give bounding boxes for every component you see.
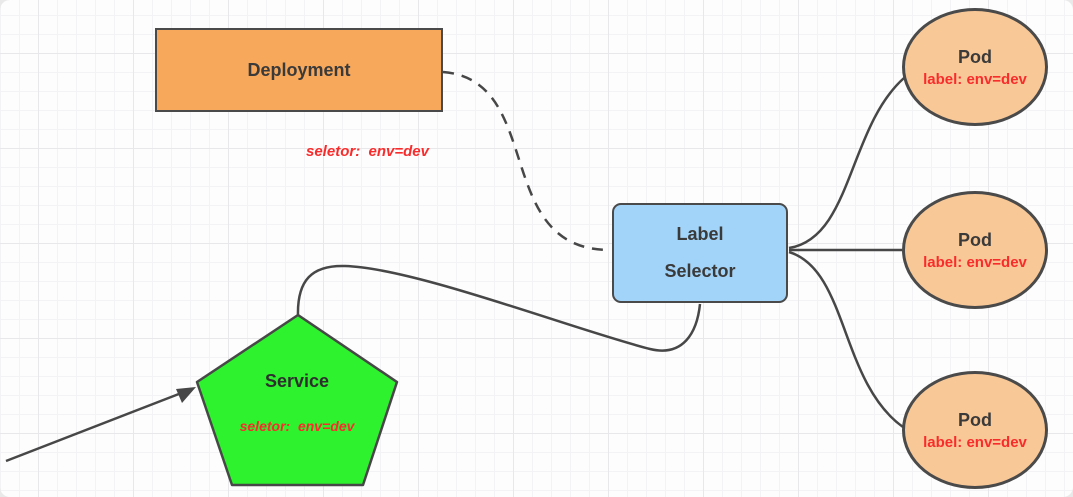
service-selector-note: seletor: env=dev xyxy=(239,418,355,434)
incoming-arrow-head-icon xyxy=(176,387,196,403)
connector-deployment-to-selector[interactable] xyxy=(442,70,609,252)
pod-1-title: Pod xyxy=(958,46,992,67)
deployment-label: Deployment xyxy=(247,59,351,80)
deployment-selector-note: seletor: env=dev xyxy=(306,143,429,160)
pod-node-2[interactable]: Pod label: env=dev xyxy=(902,191,1048,309)
connector-selector-to-pod-3[interactable] xyxy=(788,250,904,429)
deployment-node[interactable]: Deployment xyxy=(155,28,443,112)
service-shape[interactable] xyxy=(195,313,399,487)
pod-node-1[interactable]: Pod label: env=dev xyxy=(902,8,1048,126)
incoming-arrow-line[interactable] xyxy=(5,390,185,463)
pod-2-env-label: label: env=dev xyxy=(923,253,1027,271)
connector-selector-to-pod-1[interactable] xyxy=(788,77,905,250)
pod-2-title: Pod xyxy=(958,229,992,250)
label-selector-line1: Label xyxy=(676,224,724,244)
pod-3-title: Pod xyxy=(958,409,992,430)
pod-1-env-label: label: env=dev xyxy=(923,70,1027,88)
connector-service-to-selector[interactable] xyxy=(296,264,702,352)
label-selector-node[interactable]: Label Selector xyxy=(612,203,788,303)
pod-3-env-label: label: env=dev xyxy=(923,433,1027,451)
pod-node-3[interactable]: Pod label: env=dev xyxy=(902,371,1048,489)
service-label: Service xyxy=(264,371,330,391)
label-selector-line2: Selector xyxy=(664,261,736,281)
